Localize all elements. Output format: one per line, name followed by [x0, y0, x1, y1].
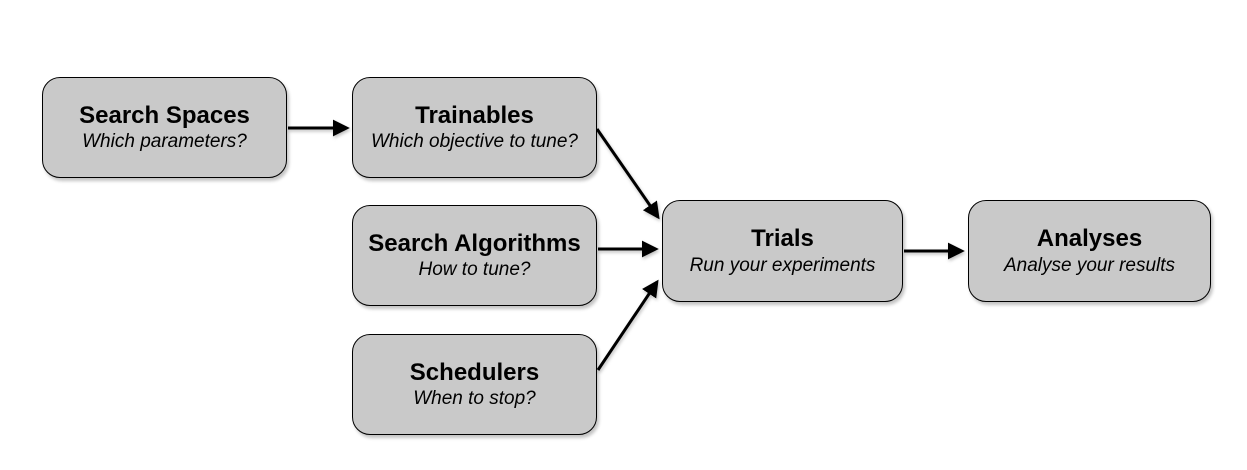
node-analyses: Analyses Analyse your results [968, 200, 1211, 302]
node-subtitle: Which parameters? [82, 131, 247, 153]
node-subtitle: How to tune? [418, 259, 531, 281]
node-title: Search Algorithms [368, 229, 581, 257]
node-title: Search Spaces [79, 101, 250, 129]
node-schedulers: Schedulers When to stop? [352, 334, 597, 435]
node-title: Schedulers [409, 358, 540, 386]
node-trainables: Trainables Which objective to tune? [352, 77, 597, 178]
node-subtitle: Analyse your results [1003, 254, 1176, 276]
node-subtitle: Run your experiments [689, 254, 876, 276]
node-subtitle: Which objective to tune? [370, 131, 578, 153]
arrow-trainables-to-trials [595, 128, 660, 220]
node-search-algorithms: Search Algorithms How to tune? [352, 205, 597, 306]
node-search-spaces: Search Spaces Which parameters? [42, 77, 287, 178]
node-trials: Trials Run your experiments [662, 200, 903, 302]
arrow-schedulers-to-trials [596, 279, 659, 371]
node-title: Trials [751, 225, 814, 253]
node-subtitle: When to stop? [413, 388, 536, 410]
node-title: Trainables [415, 101, 534, 129]
node-title: Analyses [1036, 225, 1143, 253]
